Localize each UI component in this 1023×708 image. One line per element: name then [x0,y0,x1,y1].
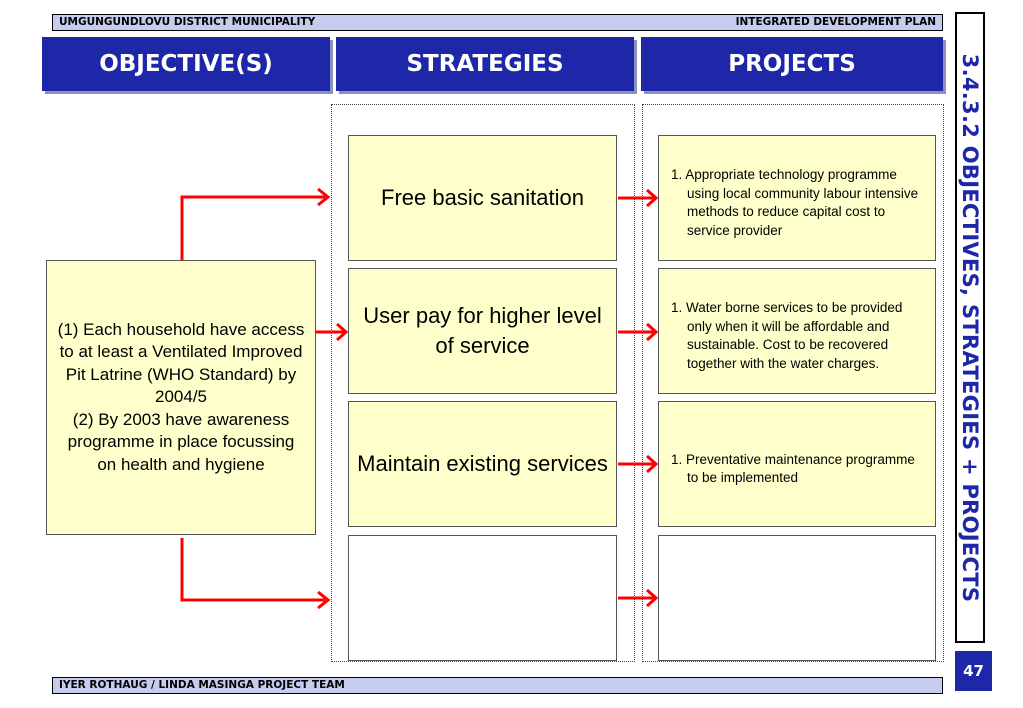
footer-bar: IYER ROTHAUG / LINDA MASINGA PROJECT TEA… [52,677,943,694]
section-title: 3.4.3.2 OBJECTIVES, STRATEGIES + PROJECT… [958,53,982,602]
project-box-4 [658,535,936,661]
municipality-name: UMGUNGUNDLOVU DISTRICT MUNICIPALITY [59,16,316,28]
project-box-2: 1. Water borne services to be provided o… [658,268,936,394]
strategies-column-frame [331,104,635,662]
projects-column-frame [642,104,944,662]
arrow-objective-to-strategy-1 [180,195,325,260]
page-number: 47 [955,651,992,691]
objective-box: (1) Each household have access to at lea… [46,260,316,535]
project-box-1: 1. Appropriate technology programme usin… [658,135,936,261]
objective-1: (1) Each household have access to at lea… [57,319,305,407]
section-title-sidebar: 3.4.3.2 OBJECTIVES, STRATEGIES + PROJECT… [955,12,985,643]
footer-text: IYER ROTHAUG / LINDA MASINGA PROJECT TEA… [59,679,345,691]
strategy-box-2: User pay for higher level of service [348,268,617,394]
strategy-label-3: Maintain existing services [357,451,608,476]
header-bar: UMGUNGUNDLOVU DISTRICT MUNICIPALITY INTE… [52,14,943,31]
strategy-box-1: Free basic sanitation [348,135,617,261]
column-header-strategies: STRATEGIES [336,37,634,91]
project-text-2: 1. Water borne services to be provided o… [671,300,903,371]
objective-2: (2) By 2003 have awareness programme in … [67,409,295,474]
project-text-3: 1. Preventative maintenance programme to… [671,451,915,486]
column-header-objectives: OBJECTIVE(S) [42,37,330,91]
project-box-3: 1. Preventative maintenance programme to… [658,401,936,527]
strategy-label-2: User pay for higher level of service [363,303,602,358]
project-text-1: 1. Appropriate technology programme usin… [671,167,919,238]
column-header-projects: PROJECTS [641,37,943,91]
plan-name: INTEGRATED DEVELOPMENT PLAN [735,16,936,28]
arrow-objective-to-strategy-4 [180,538,325,602]
strategy-box-3: Maintain existing services [348,401,617,527]
strategy-box-4 [348,535,617,661]
strategy-label-1: Free basic sanitation [381,185,584,210]
